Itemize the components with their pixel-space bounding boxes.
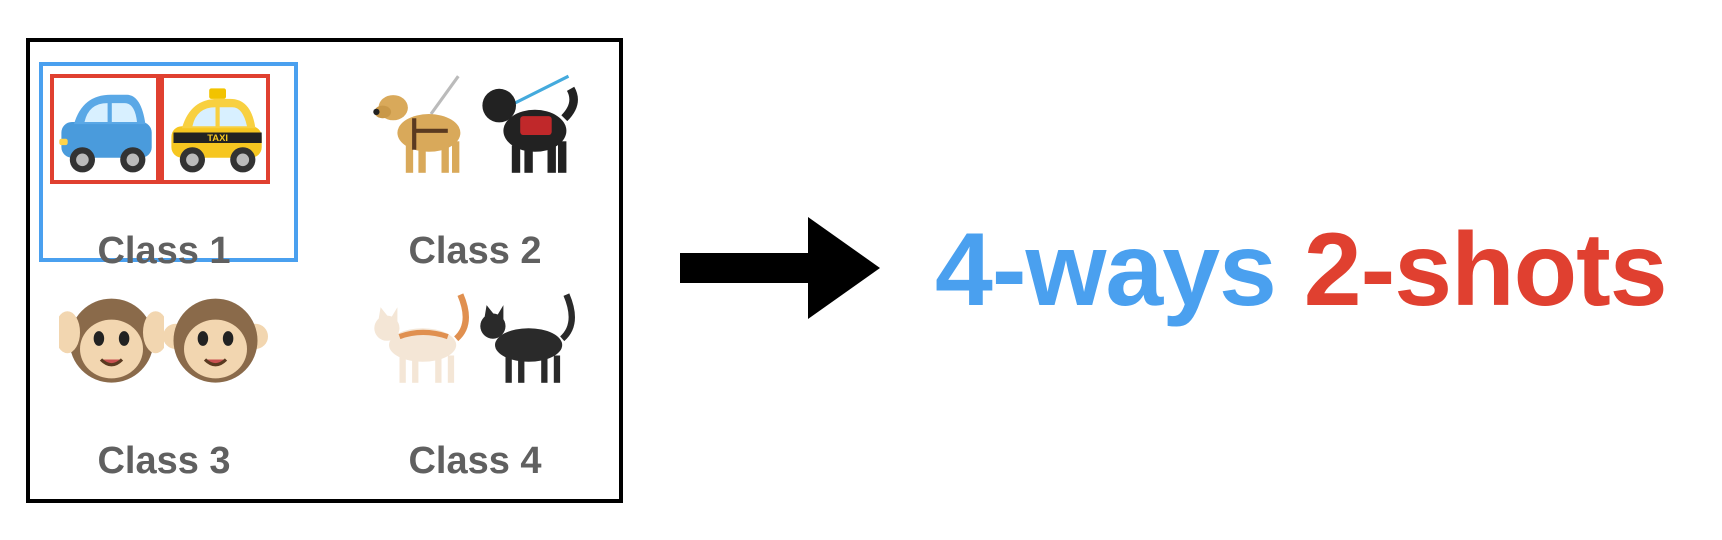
shot-highlight <box>50 74 160 184</box>
taxi-sign-text: TAXI <box>207 133 228 144</box>
guide-dog-icon <box>373 75 461 173</box>
class-highlight <box>39 62 298 262</box>
shots-label: 2-shots <box>1303 212 1668 328</box>
black-cat-icon <box>480 293 575 383</box>
class-cell-2: Class 2 <box>350 62 600 270</box>
class-label-1: Class 1 <box>97 230 231 272</box>
right-arrow-icon <box>680 217 880 319</box>
ways-label: 4-ways <box>935 212 1277 328</box>
class-cell-1: TAXI Class 1 <box>39 62 289 270</box>
orange-cat-icon <box>374 293 469 383</box>
class-label-2: Class 2 <box>408 230 542 272</box>
shot-highlight <box>160 74 270 184</box>
support-set-box <box>26 38 623 503</box>
blue-car-icon <box>59 94 152 173</box>
class-label-4: Class 4 <box>408 440 542 482</box>
taxi-icon: TAXI <box>171 88 262 173</box>
summary-text: 4-ways 2-shots <box>935 218 1668 322</box>
service-dog-icon <box>482 74 578 173</box>
class-cell-3: Class 3 <box>39 272 289 480</box>
class-cell-4: Class 4 <box>350 272 600 480</box>
hear-no-evil-monkey-icon <box>59 298 164 383</box>
monkey-face-icon <box>163 298 268 383</box>
class-label-3: Class 3 <box>97 440 231 482</box>
